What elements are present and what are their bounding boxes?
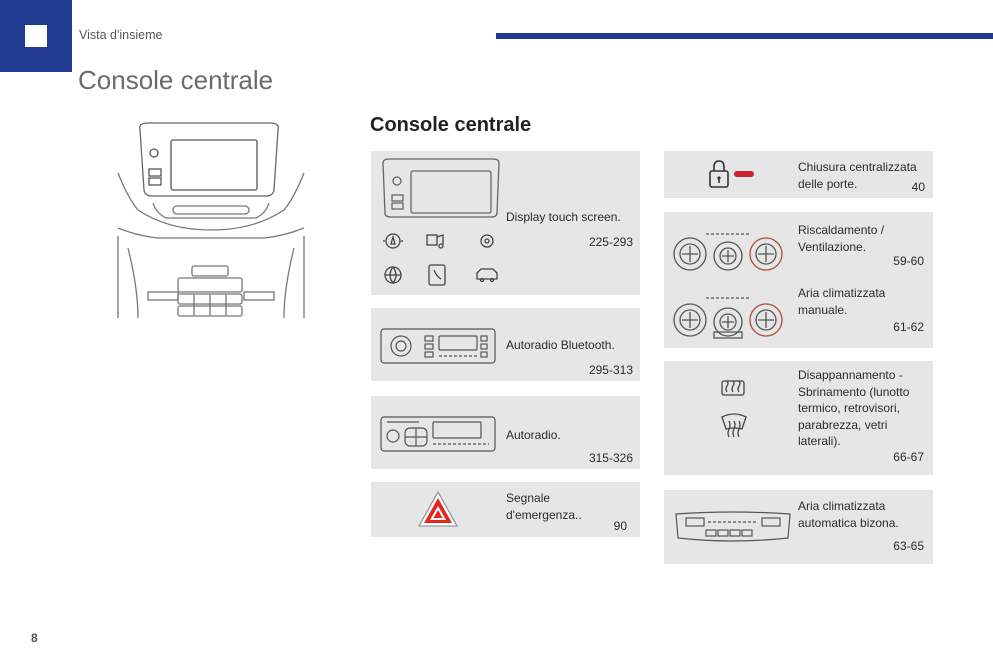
center-console-illustration xyxy=(117,122,305,319)
radio-label: Autoradio. xyxy=(506,428,561,442)
header-corner-square xyxy=(25,25,47,47)
dual-zone-ac-label: Aria climatizzata automatica bizona. xyxy=(798,499,899,530)
hazard-label: Segnale d'emergenza.. xyxy=(506,491,582,522)
touch-screen-icon xyxy=(382,158,500,218)
touch-screen-menu-icons xyxy=(383,233,498,286)
hazard-pages: 90 xyxy=(613,519,627,533)
central-lock-icon xyxy=(709,160,754,188)
central-lock-pages: 40 xyxy=(911,180,925,194)
touch-screen-pages: 225-293 xyxy=(588,235,633,249)
section-label: Vista d'insieme xyxy=(79,28,163,42)
manual-ac-pages: 61-62 xyxy=(893,320,924,334)
page-title: Console centrale xyxy=(78,65,274,95)
page-number: 8 xyxy=(31,631,38,645)
radio-pages: 315-326 xyxy=(588,451,633,465)
card-central-lock: Chiusura centralizzata delle porte. 40 xyxy=(664,151,933,198)
hazard-warning-icon xyxy=(417,490,459,527)
card-touch-screen: Display touch screen. 225-293 xyxy=(371,151,640,295)
heating-controls-icon xyxy=(673,233,783,271)
card-dual-zone-ac: Aria climatizzata automatica bizona. 63-… xyxy=(664,490,933,564)
header-accent-bar xyxy=(496,33,993,39)
touch-screen-label: Display touch screen. xyxy=(506,210,621,224)
card-radio: Autoradio. 315-326 xyxy=(371,396,640,469)
card-hazard: Segnale d'emergenza.. 90 xyxy=(371,482,640,537)
manual-ac-controls-icon xyxy=(673,297,783,339)
header-corner-block xyxy=(0,0,72,72)
card-bluetooth-radio: Autoradio Bluetooth. 295-313 xyxy=(371,308,640,381)
bluetooth-radio-icon xyxy=(380,328,496,364)
heating-label: Riscaldamento / Ventilazione. xyxy=(798,223,885,254)
section-subtitle: Console centrale xyxy=(370,114,532,136)
card-heating-ac: Riscaldamento / Ventilazione. 59-60 Aria… xyxy=(664,212,933,348)
card-demist: Disappannamento - Sbrinamento (lunotto t… xyxy=(664,361,933,475)
bluetooth-radio-pages: 295-313 xyxy=(588,363,633,377)
central-lock-label: Chiusura centralizzata delle porte. xyxy=(798,160,917,191)
manual-ac-label: Aria climatizzata manuale. xyxy=(798,286,886,317)
rear-demist-icon xyxy=(721,380,747,438)
dual-zone-ac-icon xyxy=(675,511,791,542)
dual-zone-ac-pages: 63-65 xyxy=(893,539,924,553)
bluetooth-radio-label: Autoradio Bluetooth. xyxy=(506,338,615,352)
heating-pages: 59-60 xyxy=(893,254,924,268)
radio-icon xyxy=(380,416,496,452)
demist-label: Disappannamento - Sbrinamento (lunotto t… xyxy=(798,368,910,448)
demist-pages: 66-67 xyxy=(893,450,924,464)
